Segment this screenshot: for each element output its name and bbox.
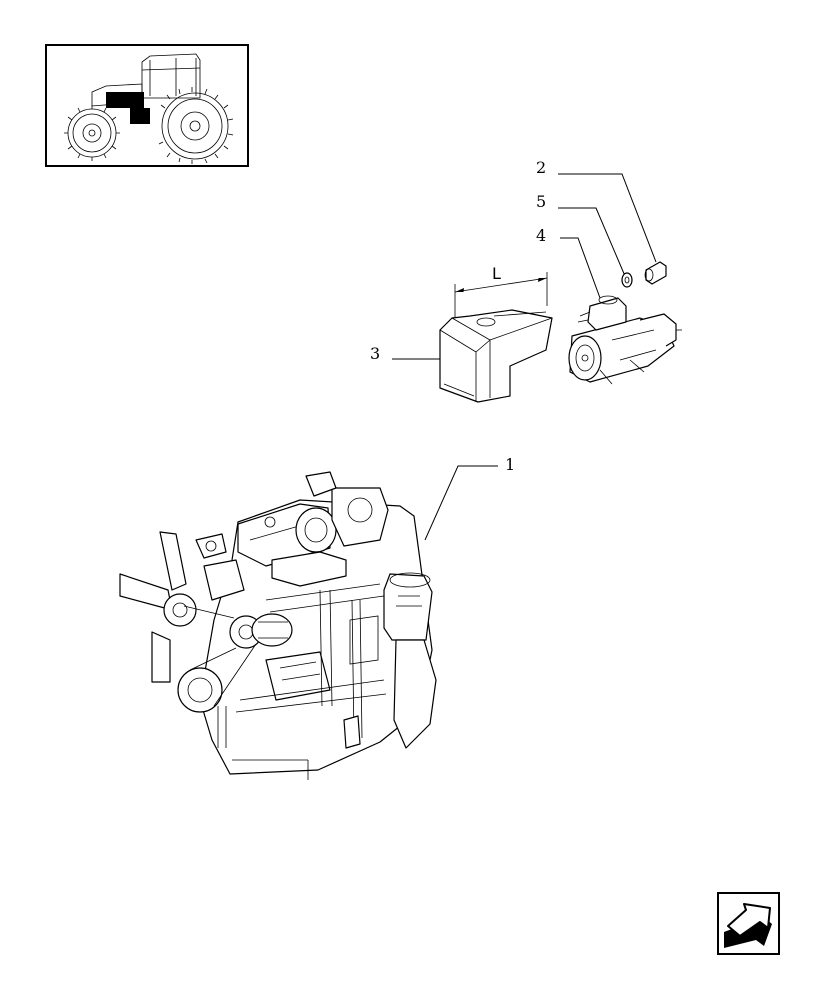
leader-line-2 — [558, 173, 657, 263]
callout-label-4: 4 — [536, 226, 546, 245]
leader-line-5 — [558, 207, 626, 277]
protection-cover-part-3 — [439, 309, 553, 403]
callout-label-1: 1 — [505, 455, 515, 474]
dimension-label: L — [492, 264, 501, 283]
leader-line-1 — [424, 465, 498, 541]
callout-label-2: 2 — [536, 158, 546, 177]
callout-label-5: 5 — [536, 192, 546, 211]
callout-label-3: 3 — [370, 344, 380, 363]
leader-lines — [392, 173, 657, 541]
washer-part-5 — [621, 272, 633, 288]
engine-assembly-part-1 — [119, 471, 437, 780]
tractor-thumbnail-icon — [45, 44, 249, 167]
next-page-arrow-icon[interactable] — [717, 892, 780, 955]
leader-line-4 — [560, 237, 601, 299]
starter-motor-part-4 — [568, 295, 682, 385]
dimension-l — [454, 272, 548, 318]
nut-part-2 — [644, 261, 667, 285]
